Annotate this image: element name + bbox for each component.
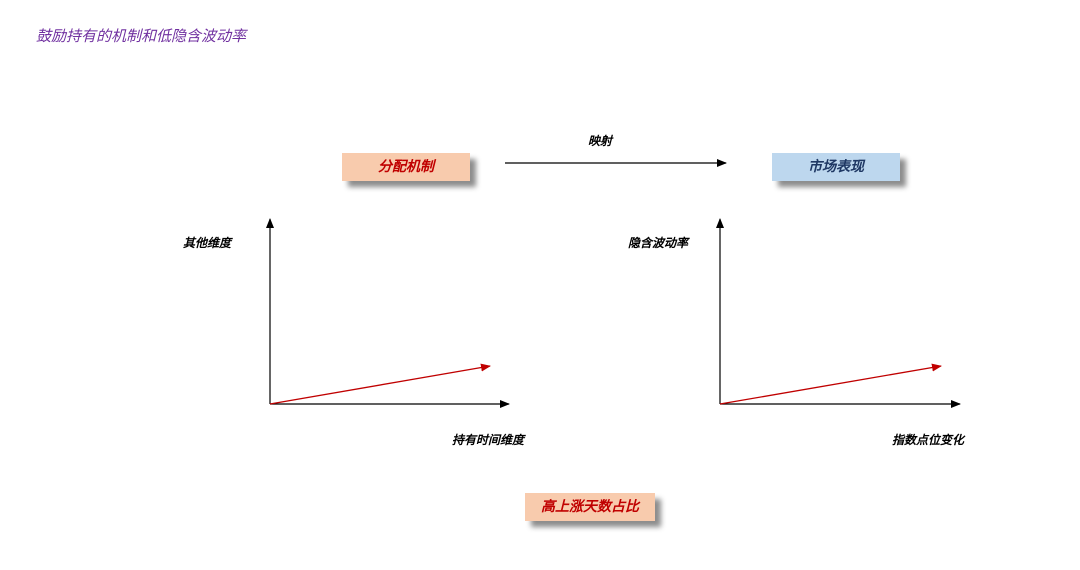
right-y-axis-label: 隐含波动率 [628,236,689,250]
up-days-ratio-box: 高上涨天数占比 [525,493,655,521]
market-performance-box: 市场表现 [772,153,900,181]
right-trend-arrow [719,363,942,405]
mapping-label: 映射 [588,134,613,148]
left-trend-arrow [269,363,491,405]
right-x-axis-label: 指数点位变化 [892,433,965,447]
left-y-axis-label: 其他维度 [183,236,232,250]
allocation-mechanism-box: 分配机制 [342,153,470,181]
page-title: 鼓励持有的机制和低隐含波动率 [36,27,247,45]
left-x-axis-label: 持有时间维度 [452,433,525,447]
